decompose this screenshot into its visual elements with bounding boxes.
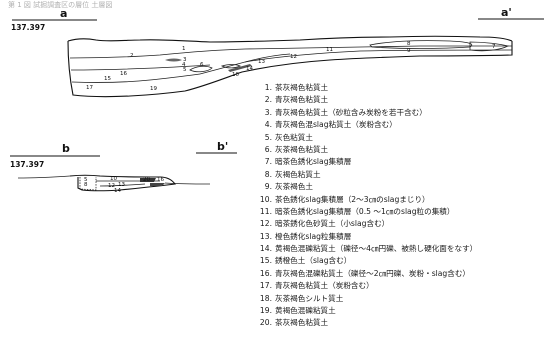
section-a-right-label: a' [501, 6, 512, 19]
section-b-layer-number: 16 [157, 177, 164, 183]
section-a-left-label: a [60, 7, 67, 20]
layer-legend: 1.茶灰褐色粘質土 2.青灰褐色粘質土 3.青灰褐色粘質土（砂粒含み炭粉を若干含… [257, 82, 547, 330]
section-b-layer-number: 14 [114, 188, 121, 194]
section-b-layer-number: 10 [110, 176, 117, 182]
legend-item: 1.茶灰褐色粘質土 [264, 83, 329, 92]
section-b-outline [69, 174, 177, 192]
section-a-layer-number: 3 [183, 57, 187, 63]
legend-item: 20.茶灰褐色粘質土 [259, 318, 329, 328]
legend-item: 2.青灰褐色粘質土 [264, 95, 329, 105]
section-b-layer-number: 5 [84, 177, 88, 183]
section-a-layer-number: 17 [86, 85, 93, 91]
section-a-layer-number: 14 [246, 66, 253, 72]
section-b-left-label: b [62, 142, 70, 155]
section-a-surface [67, 35, 513, 43]
legend-item: 19.黄褐色混礫粘質土 [259, 306, 336, 316]
legend-item: 9.灰茶褐色土 [264, 182, 313, 192]
legend-item: 4.青灰褐色混slag粘質土（炭粉含む） [264, 120, 397, 130]
section-a-base [67, 40, 513, 98]
section-b-right-label: b' [217, 140, 228, 153]
legend-item: 18.灰茶褐色シルト質土 [259, 293, 344, 303]
section-b-layer-number: 13 [118, 182, 125, 188]
legend-item: 14.黄褐色混礫粘質土（礫径～4㎝円礫、被熱し硬化面をなす） [259, 244, 478, 254]
header-text: 第 1 図 試掘調査区の層位 土層図 [8, 0, 112, 9]
section-a-layer-number: 7 [492, 44, 496, 50]
section-b: b 137.397 b' 5 8 10 12 13 14 20 16 [10, 140, 237, 194]
section-a-layer-number: 15 [104, 76, 111, 82]
section-a-layer-number: 9 [407, 48, 411, 54]
section-a-layer-number: 4 [182, 62, 186, 68]
section-a-layer-number: 5 [183, 67, 187, 73]
section-a-layer-number: 13 [258, 59, 265, 65]
legend-item: 13.橙色銹化slag粒集積層 [259, 231, 352, 241]
legend-item: 7.暗茶色銹化slag集積層 [264, 157, 352, 167]
section-b-layer-number: 12 [108, 183, 115, 189]
legend-item: 5.灰色粘質土 [264, 132, 313, 142]
section-a-layer-number: 8 [407, 41, 411, 47]
legend-item: 10.茶色銹化slag集積層（2～3㎝のslagまじり） [259, 194, 430, 204]
section-a-layer-number: 6 [200, 62, 204, 68]
section-a-layer-number: 16 [120, 71, 127, 77]
section-a-layer-number: 12 [290, 54, 297, 60]
section-a-elevation: 137.397 [11, 23, 45, 32]
legend-item: 6.灰茶褐色粘質土 [264, 144, 329, 154]
section-b-layer-number: 8 [84, 182, 88, 188]
section-a-layer-number: 10 [232, 72, 239, 78]
section-a-layer-number: 1 [182, 46, 186, 52]
legend-item: 15.銹橙色土（slag含む） [259, 256, 352, 266]
legend-item: 16.青灰褐色混礫粘質土（礫径～2㎝円礫、炭粉・slag含む） [259, 268, 471, 278]
legend-item: 17.青灰褐色粘質土（炭粉含む） [259, 281, 374, 291]
legend-item: 8.灰褐色粘質土 [264, 169, 321, 179]
legend-item: 12.暗茶銹化色砂質土（小slag含む） [259, 219, 390, 229]
legend-item: 11.暗茶色銹化slag集積層（0.5 ～1㎝のslag粒の集積） [259, 206, 455, 216]
section-b-elevation: 137.397 [10, 160, 44, 169]
section-a-layer-number: 19 [150, 86, 157, 92]
legend-item: 3.青灰褐色粘質土（砂粒含み炭粉を若干含む） [264, 107, 427, 117]
section-a: a 137.397 a' 1 2 3 4 5 6 7 8 9 10 1 [11, 6, 544, 98]
section-a-layer-number: 11 [326, 47, 333, 53]
section-b-layer-number: 20 [143, 177, 150, 183]
section-a-layer-number: 2 [130, 53, 134, 59]
